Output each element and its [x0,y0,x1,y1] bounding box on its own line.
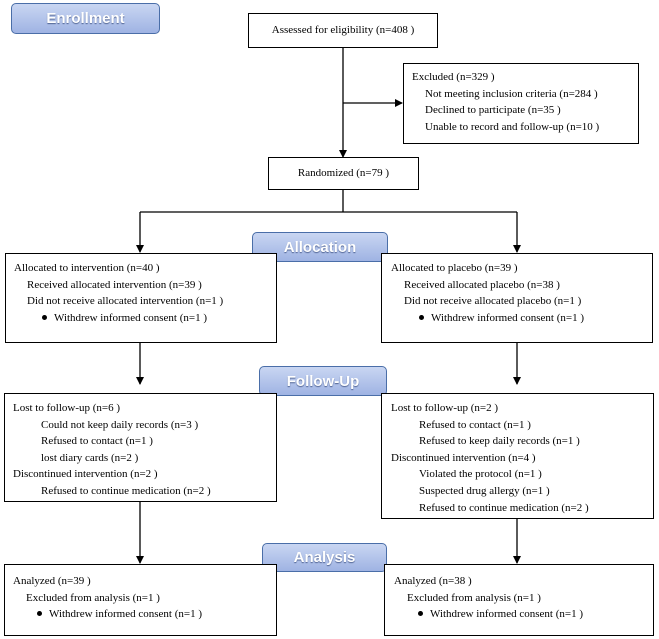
randomized-text: Randomized (n=79 ) [297,167,390,180]
followup-right-lost-item: Refused to contact (n=1 ) [419,418,531,431]
stage-analysis: Analysis [262,543,387,572]
followup-intervention-box: Lost to follow-up (n=6 ) Could not keep … [4,393,277,502]
bullet-icon [418,611,423,617]
followup-right-lost-item: Refused to keep daily records (n=1 ) [419,435,580,448]
followup-right-lost: Lost to follow-up (n=2 ) [391,402,499,414]
randomized-box: Randomized (n=79 ) [268,157,419,190]
bullet-icon [37,611,42,617]
stage-enrollment: Enrollment [11,3,160,34]
allocation-left-received: Received allocated intervention (n=39 ) [27,278,202,291]
analysis-left-excluded: Excluded from analysis (n=1 ) [26,591,160,604]
stage-followup: Follow-Up [259,366,387,396]
allocation-left-title: Allocated to intervention (n=40 ) [14,262,160,274]
followup-right-disc-item: Refused to continue medication (n=2 ) [419,501,589,514]
analysis-placebo-box: Analyzed (n=38 ) Excluded from analysis … [384,564,654,636]
allocation-left-not-received: Did not receive allocated intervention (… [27,295,224,308]
analysis-right-title: Analyzed (n=38 ) [394,575,472,587]
followup-right-disc-item: Violated the protocol (n=1 ) [419,468,542,481]
assessed-box: Assessed for eligibility (n=408 ) [248,13,438,48]
allocation-right-title: Allocated to placebo (n=39 ) [391,262,518,274]
followup-left-lost-item: Refused to contact (n=1 ) [41,435,153,448]
followup-right-disc-item: Suspected drug allergy (n=1 ) [419,484,550,497]
analysis-right-withdrew: Withdrew informed consent (n=1 ) [430,608,583,621]
excluded-item: Declined to participate (n=35 ) [425,104,561,117]
excluded-item: Not meeting inclusion criteria (n=284 ) [425,87,598,100]
allocation-right-received: Received allocated placebo (n=38 ) [404,278,560,291]
excluded-item: Unable to record and follow-up (n=10 ) [425,120,600,133]
analysis-right-excluded: Excluded from analysis (n=1 ) [407,591,541,604]
allocation-intervention-box: Allocated to intervention (n=40 ) Receiv… [5,253,277,343]
followup-placebo-box: Lost to follow-up (n=2 ) Refused to cont… [381,393,654,519]
allocation-left-withdrew: Withdrew informed consent (n=1 ) [54,311,207,324]
followup-left-discontinued: Discontinued intervention (n=2 ) [13,468,158,481]
stage-allocation: Allocation [252,232,388,262]
followup-left-lost-item: Could not keep daily records (n=3 ) [41,418,199,431]
bullet-icon [42,314,47,320]
excluded-title: Excluded (n=329 ) [412,71,495,83]
allocation-right-not-received: Did not receive allocated placebo (n=1 ) [404,295,582,308]
followup-left-lost: Lost to follow-up (n=6 ) [13,402,121,414]
analysis-left-title: Analyzed (n=39 ) [13,575,91,587]
followup-left-disc-item: Refused to continue medication (n=2 ) [41,484,211,497]
allocation-right-withdrew: Withdrew informed consent (n=1 ) [431,311,584,324]
allocation-placebo-box: Allocated to placebo (n=39 ) Received al… [381,253,653,343]
followup-right-discontinued: Discontinued intervention (n=4 ) [391,451,536,464]
analysis-left-withdrew: Withdrew informed consent (n=1 ) [49,608,202,621]
followup-left-lost-item: lost diary cards (n=2 ) [41,451,139,464]
analysis-intervention-box: Analyzed (n=39 ) Excluded from analysis … [4,564,277,636]
assessed-text: Assessed for eligibility (n=408 ) [271,24,415,37]
excluded-box: Excluded (n=329 ) Not meeting inclusion … [403,63,639,144]
bullet-icon [419,314,424,320]
